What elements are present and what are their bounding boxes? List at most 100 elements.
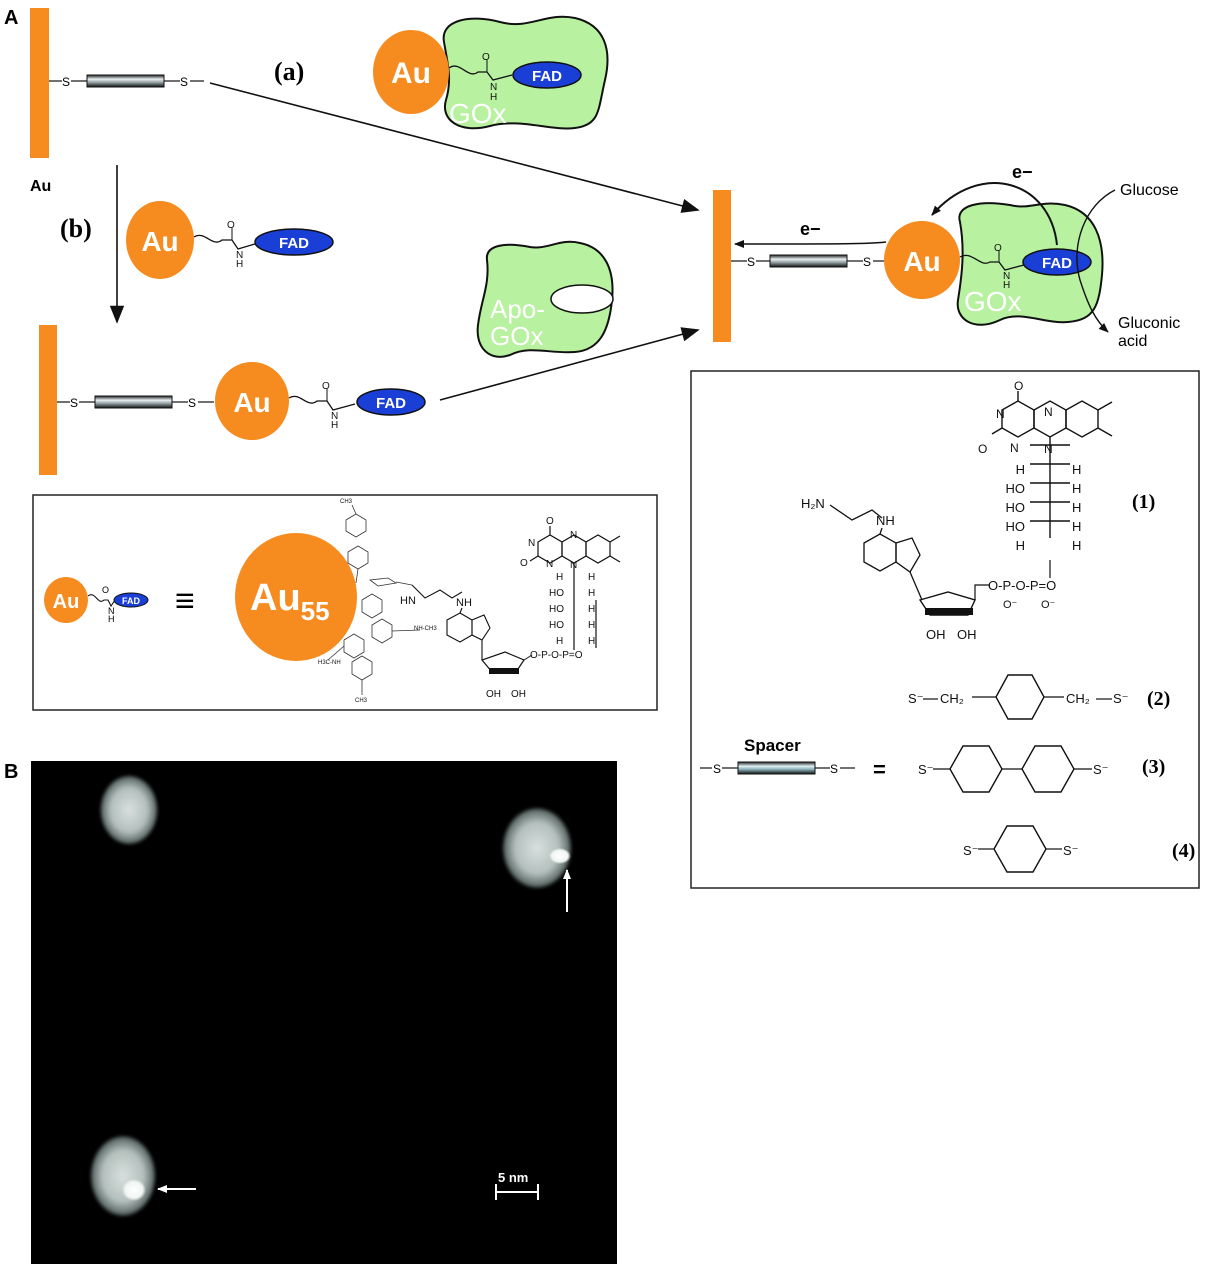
flavin-n: N <box>546 559 553 570</box>
tem-micrograph: 5 nm <box>31 761 617 1264</box>
amide-n: N <box>490 82 497 93</box>
sulfur-label: S <box>180 75 188 89</box>
au-nanoparticle-spot <box>122 1179 146 1201</box>
ribityl-atom: HO <box>549 604 564 615</box>
thiolate-label: S⁻ <box>908 691 924 706</box>
electron-transfer-arrow-au-to-electrode <box>734 239 887 248</box>
compound-4-label: (4) <box>1172 840 1195 862</box>
ligand-label: NH-CH3 <box>414 626 437 632</box>
flavin-o: O <box>978 442 987 456</box>
gox-particle <box>99 774 159 846</box>
nh-label: NH <box>876 513 895 528</box>
ribityl-atom: H <box>1072 481 1081 496</box>
spacer-rod <box>94 395 173 409</box>
ribityl-atom: H <box>1072 519 1081 534</box>
adenine-nh-label: NH <box>456 597 472 609</box>
sulfur-label: S <box>830 762 838 776</box>
panel-b-label: B <box>4 761 18 783</box>
au-gox-complex-top: Au O N H FAD GOx <box>373 15 609 130</box>
ribityl-atom: H <box>556 572 563 583</box>
gox-label: GOx <box>449 98 507 129</box>
spacer-rod <box>737 761 816 775</box>
spacer-rod <box>86 74 165 88</box>
amide-h: H <box>490 92 497 103</box>
amide-n: N <box>331 411 338 422</box>
small-gold-nanoparticle <box>44 577 88 623</box>
fad-cofactor <box>512 61 582 89</box>
gold-nanoparticle <box>373 30 449 114</box>
fad-label: FAD <box>1042 255 1072 272</box>
compound-1-adenine <box>863 527 923 601</box>
electron-transfer-arrow-fad-to-au <box>931 182 1058 246</box>
fad-cofactor <box>1022 248 1092 276</box>
scale-bar-label: 5 nm <box>498 1170 528 1185</box>
structures-box: O N O N N N H HO HO HO H H H H H H (1) H… <box>690 370 1200 889</box>
route-a-label: (a) <box>274 57 304 86</box>
compound-3-label: (3) <box>1142 756 1165 778</box>
gold-electrode <box>39 325 57 475</box>
fad-label: FAD <box>376 395 406 412</box>
ligand-label: CH3 <box>355 698 368 704</box>
electrode-label: Au <box>30 178 51 195</box>
ribityl-atom: H <box>1072 500 1081 515</box>
amide-o: O <box>994 243 1002 254</box>
route-b-label: (b) <box>60 214 92 243</box>
amide-n: N <box>1003 271 1010 282</box>
gox-particle-labeled <box>89 1134 157 1218</box>
sugar-oh: OH <box>511 689 526 700</box>
sugar-oh: OH <box>486 689 501 700</box>
box-border <box>32 494 658 711</box>
compound-1-ribityl: H HO HO HO H H H H H H <box>1006 462 1082 553</box>
ribityl-atom: H <box>1072 462 1081 477</box>
flavin-n: N <box>996 407 1005 421</box>
amide-o: O <box>227 220 235 231</box>
electrode-with-spacer-top: S S <box>30 8 204 158</box>
ribityl-chain: H H HO H HO H HO H H H <box>549 572 595 647</box>
amide-o: O <box>102 585 109 595</box>
equivalence-symbol: ≡ <box>175 582 195 620</box>
thiolate-label: S⁻ <box>1063 843 1079 858</box>
o-minus-label: O⁻ <box>1041 599 1056 611</box>
flavin-o: O <box>546 516 554 527</box>
gold-nanoparticle <box>215 362 289 440</box>
sulfur-label: S <box>863 255 871 269</box>
ribityl-atom: HO <box>1006 500 1026 515</box>
sulfur-label: S <box>747 255 755 269</box>
small-fad-label: FAD <box>122 596 141 606</box>
amide-n: N <box>236 250 243 261</box>
ribityl-atom: H <box>588 604 595 615</box>
ch2-label: CH₂ <box>940 691 964 706</box>
flavin-n: N <box>1044 405 1053 419</box>
reconstituted-electrode: S S Au O N H FAD GOx <box>713 190 1104 342</box>
flavin-o: O <box>1014 379 1023 393</box>
gold-electrode <box>30 8 49 158</box>
ribityl-atom: H <box>588 588 595 599</box>
small-fad-cofactor <box>113 592 149 608</box>
amide-h: H <box>1003 280 1010 291</box>
flavin-ring <box>529 526 621 574</box>
gold-nanoparticle <box>126 201 194 279</box>
route-a-arrow <box>209 82 700 213</box>
flavin-n: N <box>1044 442 1053 456</box>
h2n-label: H₂N <box>801 496 825 511</box>
panel-a-label: A <box>4 7 18 29</box>
gold-electrode <box>713 190 731 342</box>
ligand-label: CH3 <box>340 499 353 505</box>
nanoparticle-label: Au <box>141 226 178 257</box>
scale-bar: 5 nm <box>495 1170 539 1200</box>
sugar-oh: OH <box>926 627 946 642</box>
apo-gox-label-2: GOx <box>490 321 543 351</box>
benzene-ring <box>995 674 1045 720</box>
gold-nanoparticle <box>884 221 960 299</box>
ribityl-atom: H <box>1072 538 1081 553</box>
phosphate-label: O-P-O-P=O <box>530 650 583 661</box>
ligand-label: H3C-NH <box>318 660 341 666</box>
phosphate-label: O-P-O-P=O <box>988 578 1056 593</box>
compound-2-label: (2) <box>1147 688 1170 710</box>
spacer-label: Spacer <box>744 736 801 755</box>
spacer-rod <box>769 254 848 268</box>
amide-h: H <box>108 614 115 624</box>
benzene-ring <box>993 825 1047 873</box>
thiolate-label: S⁻ <box>1113 691 1129 706</box>
sugar-oh: OH <box>957 627 977 642</box>
